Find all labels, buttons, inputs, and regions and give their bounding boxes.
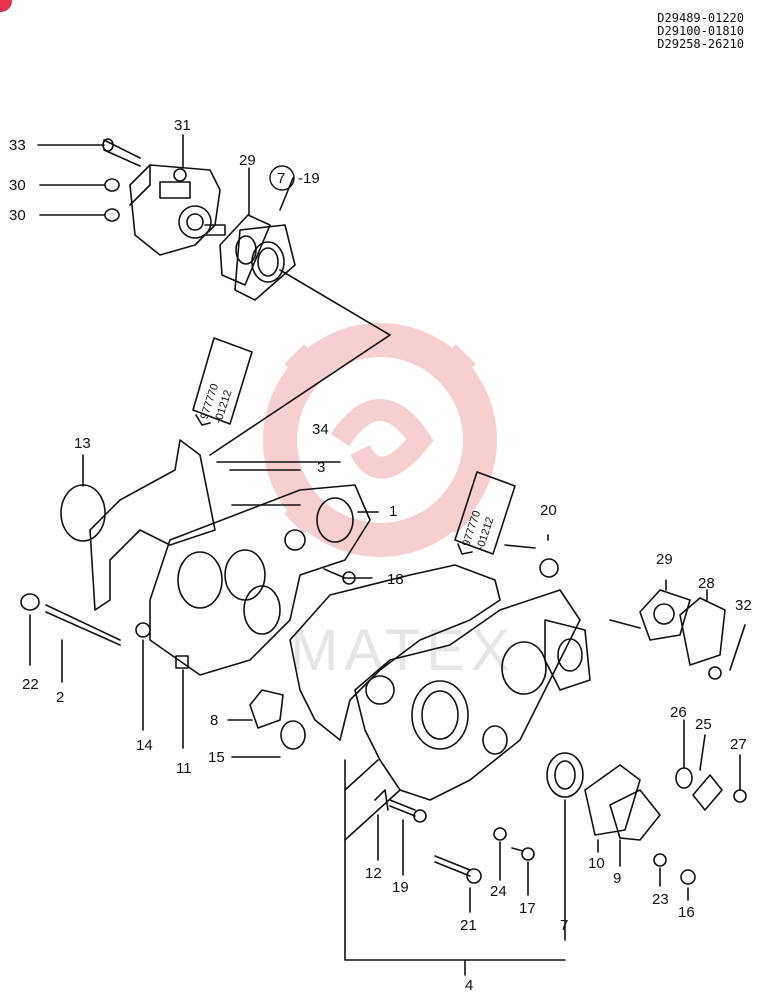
watermark-text: MATEX — [290, 618, 516, 683]
part-label-10: 10 — [588, 855, 605, 872]
part-label-31: 31 — [174, 117, 191, 134]
reference-number: D29100-01810 — [657, 24, 744, 38]
part-label-11: 11 — [176, 760, 192, 777]
part-label-33: 33 — [9, 137, 26, 154]
reference-number: D29489-01220 — [657, 11, 744, 25]
part-label-27: 27 — [730, 736, 747, 753]
part-label-12: 12 — [365, 865, 382, 882]
part-label-15: 15 — [208, 749, 225, 766]
part-label-23: 23 — [652, 891, 669, 908]
flange-cover — [234, 224, 296, 301]
front-cover — [354, 589, 591, 801]
part-label-14: 14 — [136, 737, 153, 754]
part-label-20: 20 — [540, 502, 557, 519]
part-label-24: 24 — [490, 883, 507, 900]
sealant-tube-top — [192, 337, 253, 426]
reference-number: D29258-26210 — [657, 37, 744, 51]
part-label-34: 34 — [312, 421, 329, 438]
pump-assembly — [102, 138, 226, 256]
part-label-17: 17 — [519, 900, 536, 917]
gasket-plate — [89, 439, 216, 611]
part-label-1: 1 — [389, 503, 398, 520]
part-label-22: 22 — [22, 676, 39, 693]
part-label-26: 26 — [670, 704, 687, 721]
part-label-13: 13 — [74, 435, 91, 452]
part-label-7-circle: 7 — [277, 170, 286, 187]
part-label-30: 30 — [9, 207, 26, 224]
back-plate — [149, 484, 371, 676]
part-label-9: 9 — [613, 870, 622, 887]
sealant-tube-mid — [454, 471, 516, 555]
watermark-gear — [263, 323, 497, 557]
part-label-30: 30 — [9, 177, 26, 194]
callout-circle — [269, 165, 295, 191]
part-label-7: 7 — [560, 917, 569, 934]
part-label-29: 29 — [239, 152, 256, 169]
part-label-7-19: -19 — [298, 170, 320, 187]
part-label-29: 29 — [656, 551, 673, 568]
front-gasket — [289, 564, 501, 741]
part-label-2: 2 — [56, 689, 65, 706]
part-label-4: 4 — [465, 977, 474, 994]
part-label-8: 8 — [210, 712, 219, 729]
part-label-25: 25 — [695, 716, 712, 733]
part-label-21: 21 — [460, 917, 477, 934]
part-label-16: 16 — [678, 904, 695, 921]
part-label-19: 19 — [392, 879, 409, 896]
o-ring-13 — [60, 484, 106, 542]
reference-numbers: D29489-01220 D29100-01810 D29258-26210 — [657, 12, 744, 51]
gasket-29 — [219, 214, 271, 286]
part-label-32: 32 — [735, 597, 752, 614]
part-label-28: 28 — [698, 575, 715, 592]
part-label-18: 18 — [387, 571, 404, 588]
part-label-3: 3 — [317, 459, 326, 476]
